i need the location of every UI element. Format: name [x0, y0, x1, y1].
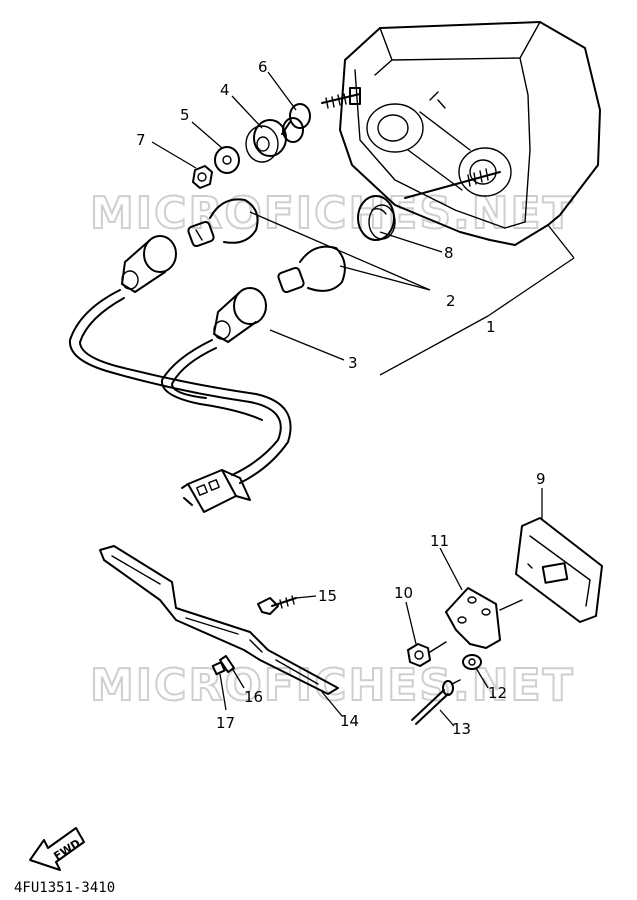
washer	[214, 146, 240, 174]
bulb-lower	[277, 245, 346, 294]
callout-6: 6	[258, 58, 268, 76]
bolt	[257, 595, 297, 615]
callout-16: 16	[244, 688, 263, 706]
tail-light-housing	[339, 21, 601, 246]
fwd-arrow-icon: FWD	[29, 827, 85, 871]
callout-17: 17	[216, 714, 235, 732]
wire-harness	[68, 289, 292, 484]
socket-upper	[121, 235, 177, 293]
callout-7: 7	[136, 131, 146, 149]
stud-bolt-lower	[404, 168, 501, 199]
socket-lower	[213, 287, 267, 343]
watermark-top: MICROFICHES.NET	[90, 188, 575, 239]
callout-11: 11	[430, 532, 449, 550]
callout-14: 14	[340, 712, 359, 730]
diagram-code: 4FU1351-3410	[14, 880, 115, 896]
collar	[281, 103, 311, 143]
license-light	[515, 517, 603, 623]
clip	[219, 655, 235, 673]
callout-9: 9	[536, 470, 546, 488]
bracket-washer	[462, 654, 482, 670]
callout-labels: 1 2 3 4 5 6 7 8 9 10 11 12 13 14 15 16 1…	[136, 58, 546, 738]
callout-1: 1	[486, 318, 496, 336]
bulb-upper	[187, 198, 259, 248]
callout-8: 8	[444, 244, 454, 262]
connector	[181, 469, 251, 513]
callout-13: 13	[452, 720, 471, 738]
callout-2: 2	[446, 292, 456, 310]
license-light-bracket	[445, 587, 523, 649]
rivet	[411, 679, 461, 725]
callout-4: 4	[220, 81, 230, 99]
stud-bolt-upper	[321, 87, 361, 109]
callout-12: 12	[488, 684, 507, 702]
clip-nut	[211, 661, 226, 676]
callout-15: 15	[318, 587, 337, 605]
callout-3: 3	[348, 354, 358, 372]
callout-5: 5	[180, 106, 190, 124]
bracket-nut	[407, 641, 447, 667]
damper	[245, 119, 287, 163]
callout-10: 10	[394, 584, 413, 602]
license-plate-stay	[99, 545, 339, 695]
nut	[192, 165, 213, 189]
leader-lines	[151, 71, 575, 727]
fwd-label: FWD	[51, 837, 82, 863]
grommet	[357, 195, 396, 241]
